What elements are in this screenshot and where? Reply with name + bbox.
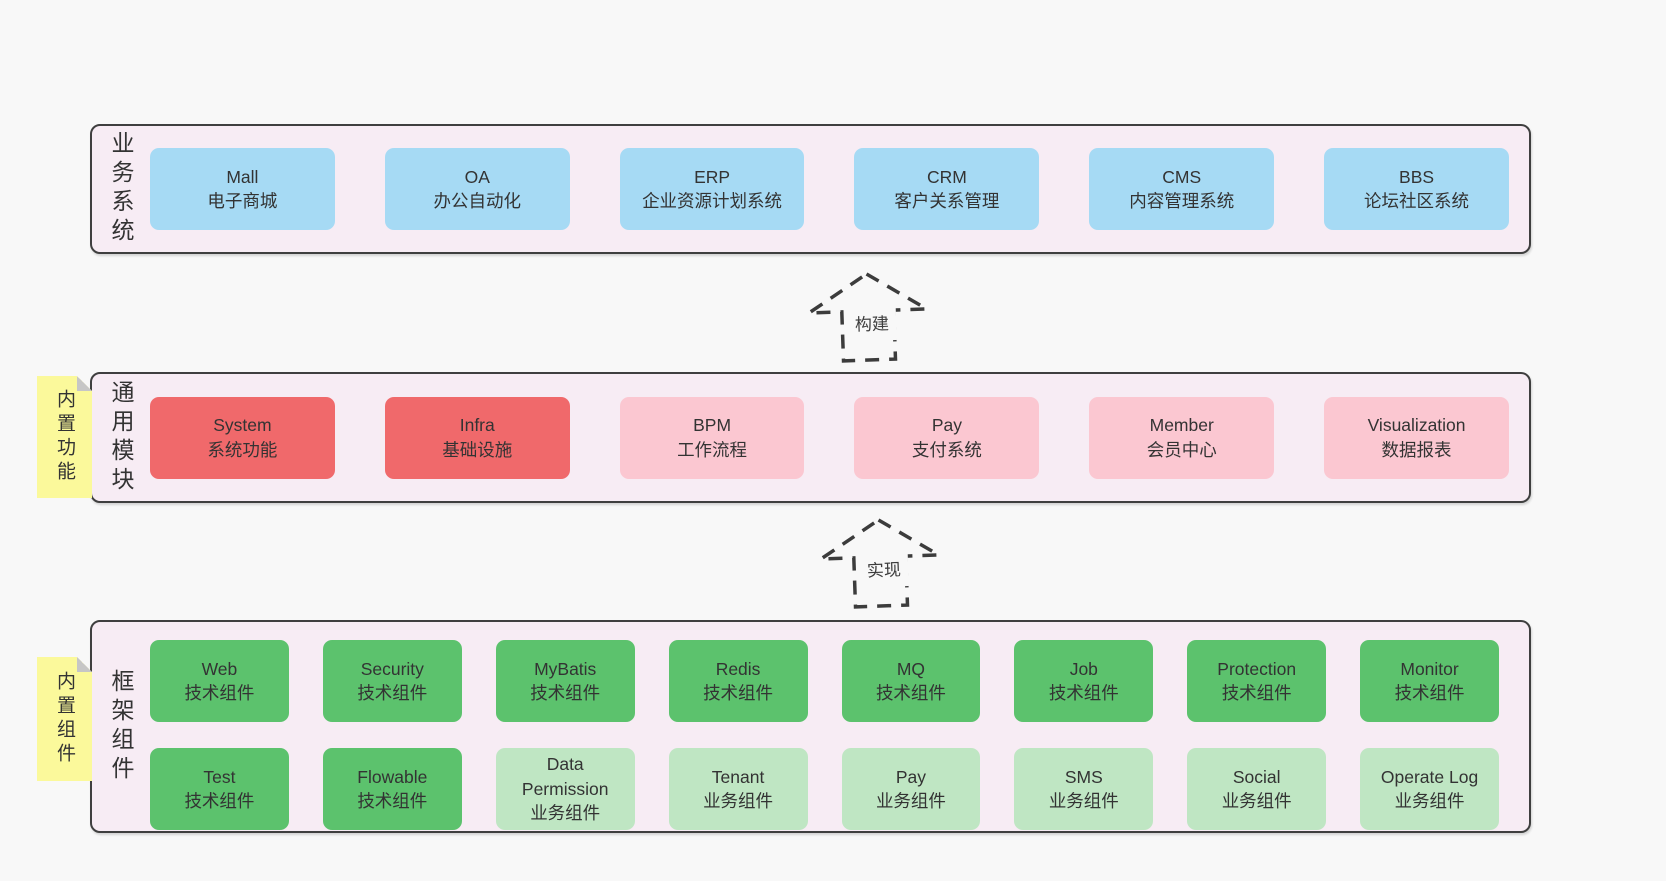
builtin-components-sticky-text: 内置组件 <box>54 671 75 767</box>
box-protection: Protection 技术组件 <box>1187 640 1327 722</box>
common-modules-label: 通用模块 <box>108 379 134 496</box>
builtin-features-sticky-text: 内置功能 <box>54 389 75 485</box>
common-modules-row: System 系统功能 Infra 基础设施 BPM 工作流程 Pay 支付系统… <box>150 374 1529 501</box>
box-mybatis: MyBatis 技术组件 <box>495 640 635 722</box>
business-systems-label: 业务系统 <box>108 131 134 247</box>
box-member: Member 会员中心 <box>1089 396 1275 479</box>
box-social: Social 业务组件 <box>1187 748 1327 830</box>
up-arrow-icon <box>804 271 932 363</box>
box-cms: CMS 内容管理系统 <box>1089 148 1275 230</box>
box-infra: Infra 基础设施 <box>384 396 570 479</box>
box-data-permission: Data Permission 业务组件 <box>495 748 635 830</box>
framework-components-label: 框架组件 <box>108 668 134 785</box>
box-sms: SMS 业务组件 <box>1014 748 1154 830</box>
framework-components-grid: Web 技术组件 Security 技术组件 MyBatis 技术组件 Redi… <box>150 622 1529 831</box>
box-security: Security 技术组件 <box>322 640 462 722</box>
box-visualization: Visualization 数据报表 <box>1324 396 1509 479</box>
box-pay-module: Pay 支付系统 <box>854 396 1040 479</box>
common-modules-panel: 通用模块 System 系统功能 Infra 基础设施 BPM 工作流程 Pay… <box>90 372 1531 503</box>
box-crm: CRM 客户关系管理 <box>854 148 1040 230</box>
box-test: Test 技术组件 <box>150 748 289 830</box>
builtin-components-sticky: 内置组件 <box>37 657 92 781</box>
box-mq: MQ 技术组件 <box>841 640 981 722</box>
box-web: Web 技术组件 <box>150 640 289 722</box>
up-arrow-icon <box>816 517 944 609</box>
box-job: Job 技术组件 <box>1014 640 1154 722</box>
box-bpm: BPM 工作流程 <box>619 396 805 479</box>
builtin-features-sticky: 内置功能 <box>37 376 92 498</box>
build-arrow-label: 构建 <box>847 306 897 342</box>
build-arrow: 构建 <box>804 269 932 365</box>
framework-components-panel: 框架组件 Web 技术组件 Security 技术组件 MyBatis 技术组件… <box>90 620 1531 833</box>
box-tenant: Tenant 业务组件 <box>668 748 808 830</box>
box-oa: OA 办公自动化 <box>384 148 570 230</box>
box-monitor: Monitor 技术组件 <box>1360 640 1499 722</box>
implement-arrow-label: 实现 <box>859 552 909 588</box>
box-redis: Redis 技术组件 <box>668 640 808 722</box>
business-systems-row: Mall 电子商城 OA 办公自动化 ERP 企业资源计划系统 CRM 客户关系… <box>150 126 1529 252</box>
box-bbs: BBS 论坛社区系统 <box>1324 148 1509 230</box>
implement-arrow: 实现 <box>816 515 944 611</box>
business-systems-panel: 业务系统 Mall 电子商城 OA 办公自动化 ERP 企业资源计划系统 CRM… <box>90 124 1531 254</box>
box-system: System 系统功能 <box>150 396 335 479</box>
box-flowable: Flowable 技术组件 <box>322 748 462 830</box>
box-mall: Mall 电子商城 <box>150 148 335 230</box>
box-erp: ERP 企业资源计划系统 <box>619 148 805 230</box>
box-operate-log: Operate Log 业务组件 <box>1360 748 1499 830</box>
box-pay-component: Pay 业务组件 <box>841 748 981 830</box>
